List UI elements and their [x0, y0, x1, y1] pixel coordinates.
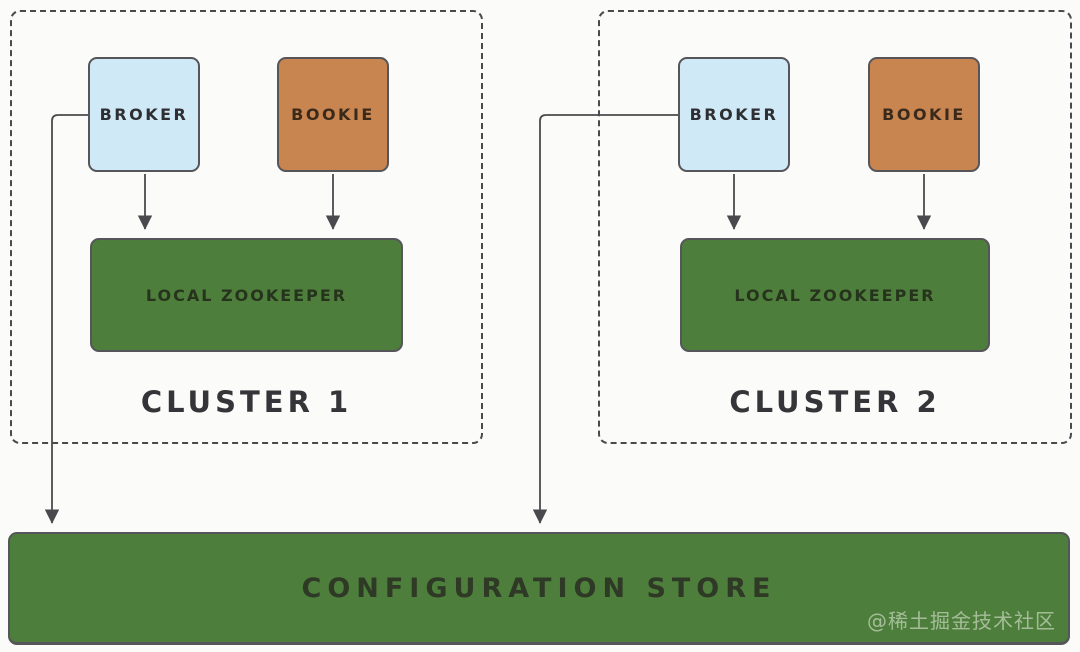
- watermark-text: @稀土掘金技术社区: [867, 609, 1056, 633]
- cluster-1-boundary: [10, 10, 483, 444]
- cluster-2-bookie-label: BOOKIE: [882, 105, 966, 124]
- cluster-1-bookie-node: BOOKIE: [277, 57, 389, 172]
- cluster-1-local-zookeeper-node: LOCAL ZOOKEEPER: [90, 238, 403, 352]
- configuration-store-node: CONFIGURATION STORE: [8, 532, 1070, 645]
- configuration-store-label: CONFIGURATION STORE: [301, 572, 777, 604]
- cluster-2-boundary: [598, 10, 1072, 444]
- cluster-2-broker-label: BROKER: [689, 105, 779, 124]
- cluster-2-broker-node: BROKER: [678, 57, 790, 172]
- cluster-1-broker-label: BROKER: [99, 105, 189, 124]
- cluster-2-bookie-node: BOOKIE: [868, 57, 980, 172]
- cluster-1-zookeeper-label: LOCAL ZOOKEEPER: [145, 285, 348, 305]
- cluster-2-local-zookeeper-node: LOCAL ZOOKEEPER: [680, 238, 990, 352]
- cluster-1-title: CLUSTER 1: [140, 385, 353, 419]
- cluster-1-bookie-label: BOOKIE: [291, 105, 375, 124]
- cluster-2-zookeeper-label: LOCAL ZOOKEEPER: [734, 285, 936, 305]
- cluster-2-title: CLUSTER 2: [729, 385, 941, 419]
- cluster-1-broker-node: BROKER: [88, 57, 200, 172]
